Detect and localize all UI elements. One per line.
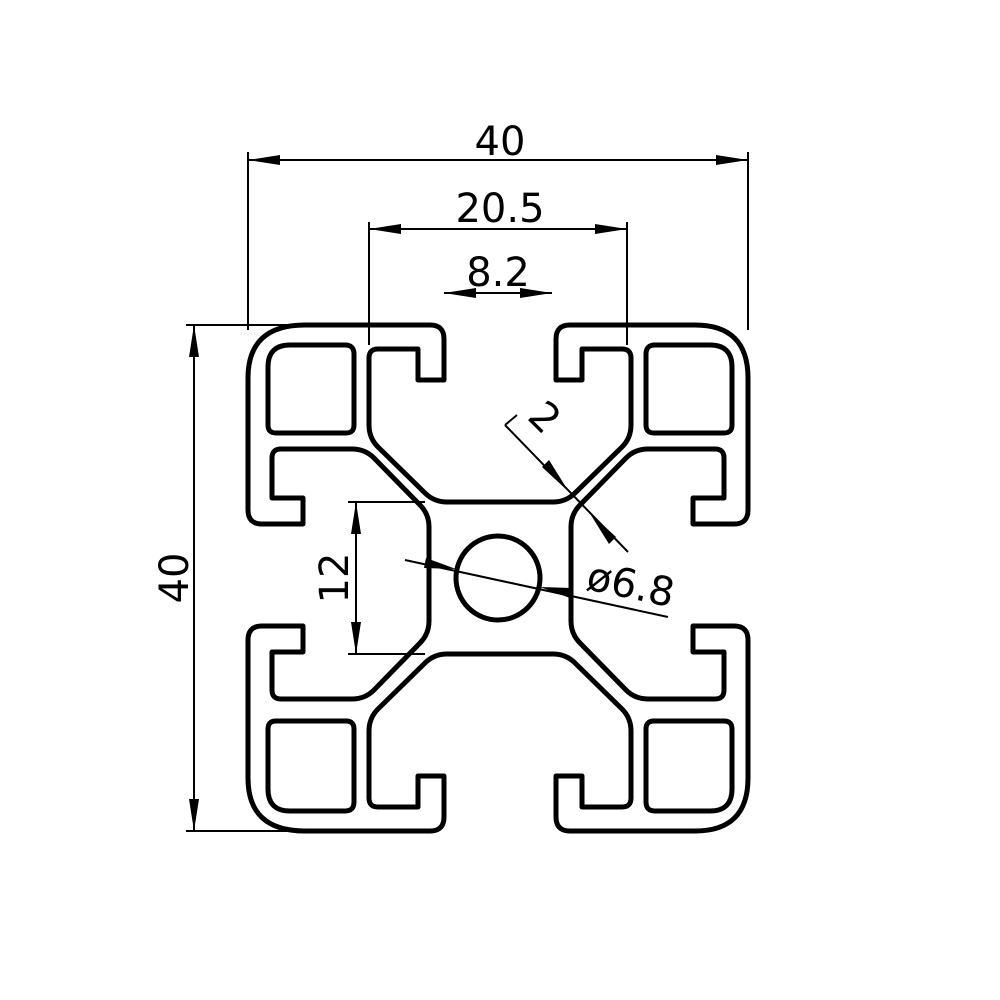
- leader-wall-thickness-label: [504, 414, 518, 426]
- arrow-slot-span-left: [369, 224, 401, 234]
- label-bore-diameter: ø6.8: [583, 554, 679, 617]
- corner-pocket-bottom-right: [643, 718, 735, 814]
- center-bore-circle: [453, 533, 543, 623]
- arrow-slot-opening-right: [520, 288, 552, 298]
- label-slot-center-span: 20.5: [455, 186, 544, 232]
- dim-line-bore-diameter: [404, 559, 669, 618]
- label-slot-opening: 8.2: [466, 250, 530, 296]
- arrow-slot-span-right: [595, 224, 627, 234]
- arrow-slot-opening-left: [444, 288, 476, 298]
- corner-pocket-bottom-left: [265, 718, 357, 814]
- label-core-height: 12: [312, 553, 358, 604]
- dimension-lines: [186, 152, 749, 832]
- corner-pocket-top-left: [265, 342, 357, 436]
- arrow-wall-thickness-lower: [589, 512, 616, 544]
- arrow-bore-right: [540, 587, 572, 598]
- profile-outer-contour: [245, 322, 751, 834]
- label-wall-thickness: 2: [519, 393, 570, 444]
- profile-cross-section: [245, 322, 751, 834]
- arrow-core-height-bottom: [351, 622, 361, 654]
- arrow-wall-thickness-upper: [542, 460, 569, 492]
- dimension-labels: 40 20.5 8.2 40 12 2 ø6.8: [152, 119, 679, 617]
- arrow-overall-height-bottom: [189, 799, 199, 831]
- label-overall-width: 40: [475, 119, 526, 165]
- arrow-bore-left: [424, 558, 456, 569]
- arrow-overall-height-top: [189, 325, 199, 357]
- label-overall-height: 40: [152, 553, 198, 604]
- arrow-overall-width-left: [248, 155, 280, 165]
- arrow-overall-width-right: [716, 155, 748, 165]
- arrow-core-height-top: [351, 502, 361, 534]
- corner-pocket-top-right: [643, 342, 735, 436]
